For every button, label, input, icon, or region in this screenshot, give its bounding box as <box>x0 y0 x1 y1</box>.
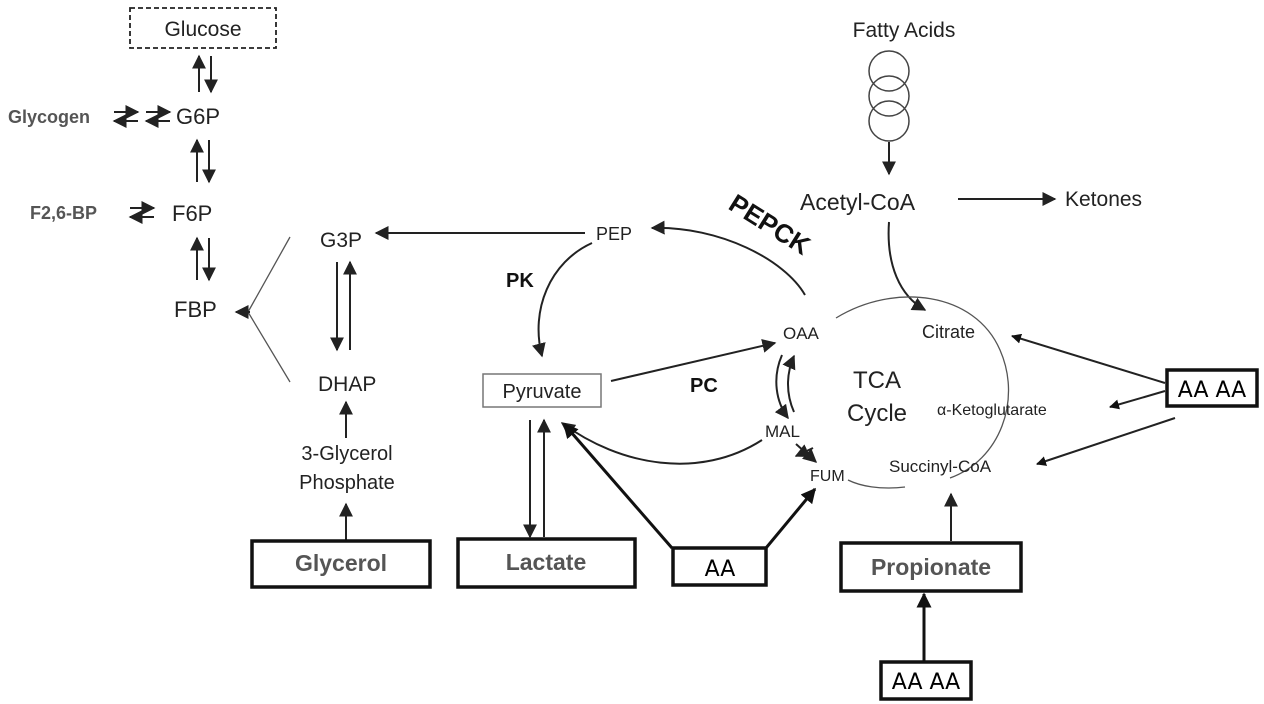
tca-label-line2: Cycle <box>847 400 907 427</box>
acetyl-coa-label: Acetyl-CoA <box>800 189 916 215</box>
glycerol-phosphate-label-line2: Phosphate <box>299 472 395 494</box>
propionate-label: Propionate <box>871 554 991 580</box>
alpha-ketoglutarate-label: α-Ketoglutarate <box>937 402 1047 419</box>
tca-cycle-ring-bottom <box>847 479 906 489</box>
mal-label: MAL <box>765 422 800 441</box>
lactate-box <box>456 537 637 589</box>
pc-label: PC <box>690 375 718 397</box>
mal-to-oaa-arrow <box>782 354 796 413</box>
f6p-label: F6P <box>172 201 212 226</box>
glycerol-label: Glycerol <box>295 550 387 576</box>
dhap-label: DHAP <box>318 373 376 396</box>
oaa-to-pep-arrow <box>650 220 806 296</box>
pk-label: PK <box>506 270 534 292</box>
f26bp-f6p-equilibrium-arrows <box>128 201 156 224</box>
citrate-label: Citrate <box>922 322 975 342</box>
glycogen-g6p-equilibrium-arrows <box>112 105 172 128</box>
aa-double-right-box <box>1165 368 1259 408</box>
beta-oxidation-spiral-icon <box>868 50 910 142</box>
pyruvate-label: Pyruvate <box>503 381 582 403</box>
aa-to-citrate-arrow <box>1011 333 1166 384</box>
glycerol-box <box>250 539 432 589</box>
pep-label: PEP <box>596 224 632 244</box>
ketones-label: Ketones <box>1065 188 1142 211</box>
glucose-box <box>129 7 277 49</box>
glycogen-label: Glycogen <box>8 107 90 127</box>
mal-to-fum-arrow <box>795 443 818 463</box>
fum-label: FUM <box>810 468 845 485</box>
mal-to-pyruvate-arrow <box>560 422 763 465</box>
oaa-to-mal-arrow <box>774 354 789 420</box>
propionate-box <box>839 541 1023 593</box>
aa-to-pyruvate-arrow <box>562 422 674 549</box>
aa-single-label: AA <box>705 557 736 582</box>
fbp-label: FBP <box>174 297 217 322</box>
aa-double-bottom-label: AA AA <box>892 670 960 695</box>
aa-single-box <box>671 546 768 587</box>
tca-label-line1: TCA <box>853 367 901 394</box>
pyruvate-box <box>482 373 602 408</box>
glycerol-phosphate-label-line1: 3-Glycerol <box>301 443 392 465</box>
fatty-acids-label: Fatty Acids <box>853 19 956 42</box>
oaa-label: OAA <box>783 324 820 343</box>
f26bp-label: F2,6-BP <box>30 203 97 223</box>
tca-cycle-ring-right <box>835 296 1010 479</box>
pyruvate-to-oaa-arrow <box>610 339 777 382</box>
pep-to-pyruvate-arrow <box>532 242 593 358</box>
acetyl-coa-to-citrate-arrow <box>887 221 927 311</box>
fum-to-mal-arrow <box>794 444 814 457</box>
lactate-label: Lactate <box>506 549 587 575</box>
aa-to-alpha-ketoglutarate-arrow <box>1109 390 1166 410</box>
g6p-label: G6P <box>176 104 220 129</box>
triose-to-fbp-connector <box>247 236 291 383</box>
aa-to-succinyl-coa-arrow <box>1036 417 1176 466</box>
succinyl-coa-label: Succinyl-CoA <box>889 457 992 476</box>
aa-to-fum-arrow <box>764 487 817 549</box>
glucose-label: Glucose <box>164 18 241 41</box>
g3p-label: G3P <box>320 229 362 252</box>
aa-double-bottom-box <box>879 660 973 701</box>
aa-double-right-label: AA AA <box>1178 378 1246 403</box>
